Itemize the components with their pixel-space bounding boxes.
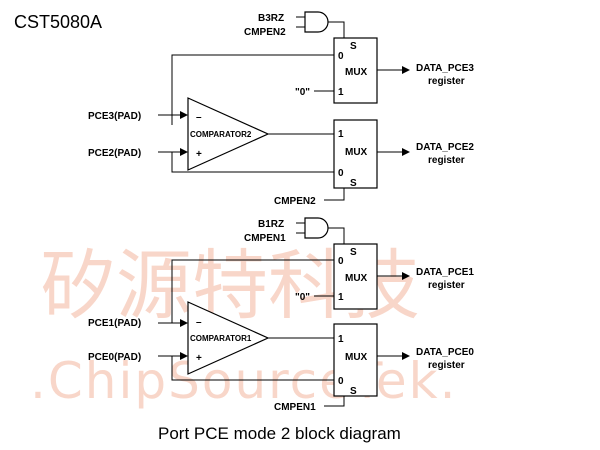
comparator-1 (187, 301, 270, 375)
mux-pce0-in0: 0 (338, 376, 344, 387)
mux-pce1-const: "0" (295, 292, 310, 303)
and-gate-bottom (304, 217, 329, 239)
gate-input-b3rz: B3RZ (258, 13, 284, 24)
output-pce3-register: register (428, 76, 465, 87)
mux-pce1 (333, 243, 378, 310)
output-pce1: DATA_PCE1 (416, 267, 474, 278)
part-number: CST5080A (14, 12, 102, 32)
mux-pce1-select: S (350, 247, 357, 258)
mux-pce0-in1: 1 (338, 334, 344, 345)
gate-input-b1rz: B1RZ (258, 219, 284, 230)
mux-pce0-select: S (350, 386, 357, 397)
input-pce1-pad: PCE1(PAD) (88, 318, 141, 329)
comparator-2-minus: – (196, 112, 202, 123)
mux-pce2-label: MUX (345, 147, 368, 158)
diagram-caption: Port PCE mode 2 block diagram (158, 424, 401, 443)
gate-input-cmpen2: CMPEN2 (244, 27, 286, 38)
output-pce2: DATA_PCE2 (416, 142, 474, 153)
input-pce3-pad: PCE3(PAD) (88, 111, 141, 122)
comparator-2-plus: + (196, 149, 202, 160)
input-pce0-pad: PCE0(PAD) (88, 352, 141, 363)
mux-pce2-select: S (350, 178, 357, 189)
comparator-2-label: COMPARATOR2 (190, 130, 252, 139)
mux-pce1-in1: 1 (338, 292, 344, 303)
comparator-1-label: COMPARATOR1 (190, 334, 252, 343)
mux-pce0-select-signal: CMPEN1 (274, 402, 316, 413)
mux-pce3-label: MUX (345, 67, 368, 78)
output-pce0: DATA_PCE0 (416, 347, 474, 358)
mux-pce0-label: MUX (345, 352, 368, 363)
output-pce1-register: register (428, 280, 465, 291)
top-block: B3RZ CMPEN2 S 0 MUX 1 "0" DATA_PCE3 regi… (88, 11, 474, 207)
output-pce2-register: register (428, 155, 465, 166)
mux-pce3-const: "0" (295, 87, 310, 98)
mux-pce1-in0: 0 (338, 256, 344, 267)
mux-pce3 (333, 37, 378, 104)
mux-pce3-in0: 0 (338, 51, 344, 62)
comparator-1-plus: + (196, 353, 202, 364)
gate-input-cmpen1: CMPEN1 (244, 233, 286, 244)
mux-pce2-in0: 0 (338, 168, 344, 179)
bottom-block: B1RZ CMPEN1 S 0 MUX 1 "0" DATA_PCE1 regi… (88, 217, 474, 413)
and-gate-top (304, 11, 329, 33)
mux-pce2-select-signal: CMPEN2 (274, 196, 316, 207)
mux-pce0 (333, 323, 378, 397)
mux-pce3-in1: 1 (338, 87, 344, 98)
mux-pce1-label: MUX (345, 273, 368, 284)
output-pce0-register: register (428, 360, 465, 371)
mux-pce3-select: S (350, 41, 357, 52)
comparator-2 (187, 97, 270, 171)
input-pce2-pad: PCE2(PAD) (88, 148, 141, 159)
mux-pce2 (333, 119, 378, 189)
output-pce3: DATA_PCE3 (416, 63, 474, 74)
mux-pce2-in1: 1 (338, 129, 344, 140)
comparator-1-minus: – (196, 317, 202, 328)
watermark-english: .ChipSourceTek. (30, 352, 458, 410)
